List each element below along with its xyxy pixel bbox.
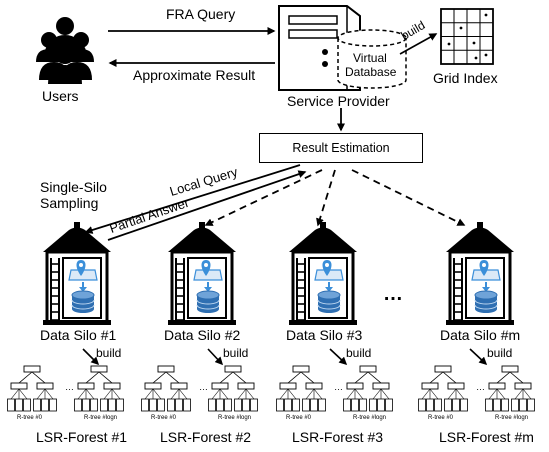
map-icon — [193, 269, 223, 281]
silos-layer — [43, 222, 514, 325]
dashed-arrow-silo-m — [351, 169, 466, 226]
grid-index-label: Grid Index — [433, 70, 498, 86]
forest-3-tree-first: R-tree #0 — [286, 415, 312, 421]
ellipsis-label: … — [383, 283, 403, 305]
r-tree-first-icon — [141, 365, 191, 412]
virtual-database-label-2: Database — [345, 65, 397, 79]
silo-3-build-label: build — [346, 346, 372, 360]
local-query-arrow — [84, 164, 301, 234]
result-estimation-label: Result Estimation — [292, 141, 390, 155]
build-arrow-1 — [82, 348, 100, 366]
forest-ellipsis: … — [334, 382, 343, 392]
build-arrow-4 — [469, 348, 488, 366]
single-silo-label-2: Sampling — [40, 195, 99, 211]
silo-1-build-label: build — [96, 346, 122, 360]
r-tree-first-icon — [7, 365, 57, 412]
fra-query-label: FRA Query — [166, 6, 236, 22]
forest-2-label: LSR-Forest #2 — [160, 429, 252, 445]
forest-2-tree-first: R-tree #0 — [151, 415, 177, 421]
silo-2-build-label: build — [223, 346, 249, 360]
r-tree-last-icon — [208, 365, 258, 412]
forest-1-tree-last: R-tree #logn — [84, 415, 118, 421]
r-tree-last-icon — [485, 365, 535, 412]
r-tree-first-icon — [276, 365, 326, 412]
single-silo-label-1: Single-Silo — [40, 179, 107, 195]
data-silo-icon-3 — [289, 222, 357, 325]
forest-1-tree-first: R-tree #0 — [17, 415, 43, 421]
data-silo-icon-1 — [43, 222, 111, 325]
forest-m-tree-first: R-tree #0 — [428, 415, 454, 421]
forest-ellipsis: … — [199, 382, 208, 392]
partial-answer-arrow — [107, 170, 307, 241]
users-label: Users — [42, 88, 79, 104]
result-estimation-box: Result Estimation — [259, 133, 423, 163]
database-icon — [317, 290, 341, 313]
database-icon — [196, 290, 220, 313]
map-icon — [68, 269, 98, 281]
lsr-forest-icon-3: … — [276, 365, 393, 412]
forests-layer: … … … … — [7, 348, 535, 412]
build-grid-arrow — [399, 33, 438, 55]
forest-ellipsis: … — [476, 382, 485, 392]
lsr-forest-icon-4: … — [418, 365, 535, 412]
approximate-result-label: Approximate Result — [133, 67, 256, 83]
silo-3-label: Data Silo #3 — [286, 327, 363, 343]
silo-1-label: Data Silo #1 — [40, 327, 117, 343]
forest-m-tree-last: R-tree #logn — [495, 415, 529, 421]
lsr-forest-icon-1: … — [7, 365, 124, 412]
map-pin-icon — [201, 260, 211, 276]
silo-m-build-label: build — [487, 346, 513, 360]
r-tree-first-icon — [418, 365, 468, 412]
forest-m-label: LSR-Forest #m — [439, 429, 534, 445]
build-arrow-3 — [329, 348, 348, 366]
map-icon — [471, 269, 501, 281]
map-pin-icon — [322, 260, 332, 276]
forest-ellipsis: … — [65, 382, 74, 392]
data-silo-icon-2 — [168, 222, 236, 325]
forest-3-tree-last: R-tree #logn — [353, 415, 387, 421]
r-tree-last-icon — [343, 365, 393, 412]
map-pin-icon — [76, 260, 86, 276]
map-icon — [314, 269, 344, 281]
forest-1-label: LSR-Forest #1 — [36, 429, 128, 445]
lsr-forest-icon-2: … — [141, 365, 258, 412]
database-icon — [474, 290, 498, 313]
service-provider-label: Service Provider — [287, 93, 390, 109]
dashed-arrow-silo-3 — [316, 169, 336, 227]
forest-3-label: LSR-Forest #3 — [292, 429, 384, 445]
map-pin-icon — [479, 260, 489, 276]
grid-index-icon — [440, 8, 494, 65]
data-silo-icon-4 — [446, 222, 514, 325]
users-icon — [36, 17, 94, 84]
silo-2-label: Data Silo #2 — [164, 327, 241, 343]
r-tree-last-icon — [74, 365, 124, 412]
forest-2-tree-last: R-tree #logn — [218, 415, 252, 421]
dashed-arrow-silo-2 — [204, 169, 323, 226]
database-icon — [71, 290, 95, 313]
virtual-database-icon — [337, 29, 407, 89]
silo-m-label: Data Silo #m — [440, 327, 521, 343]
virtual-database-label-1: Virtual — [353, 51, 387, 65]
build-arrow-2 — [207, 348, 224, 366]
